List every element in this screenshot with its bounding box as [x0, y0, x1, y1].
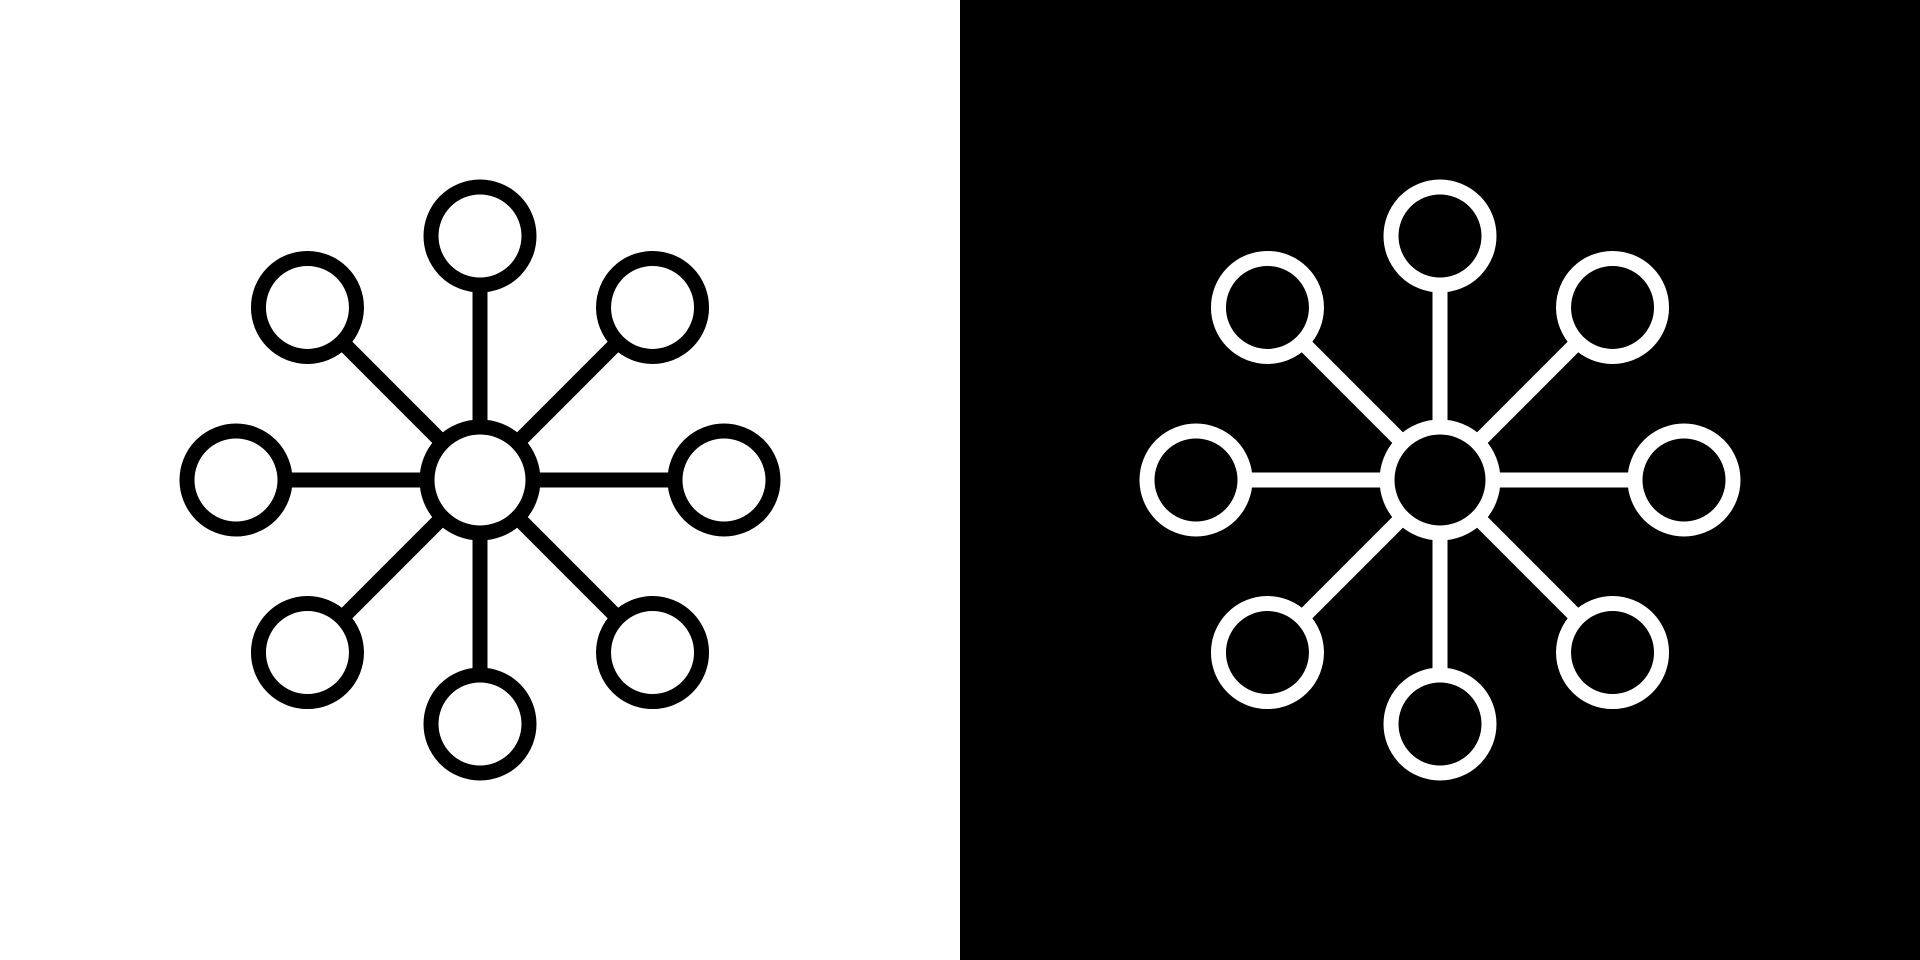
hub-node — [419, 419, 541, 541]
light-panel — [179, 179, 781, 781]
hub-node — [1379, 419, 1501, 541]
satellite-node-left — [1139, 423, 1253, 537]
network-hub-icon — [179, 179, 781, 781]
satellite-node-top-left — [250, 250, 364, 364]
connector-line-bottom-right — [1472, 512, 1584, 624]
satellite-node-top-right — [596, 250, 710, 364]
satellite-node-bottom-left — [250, 596, 364, 710]
satellite-node-bottom-right — [596, 596, 710, 710]
connector-line-top-left — [336, 336, 448, 448]
connector-line-top-right — [512, 336, 624, 448]
satellite-node-right — [667, 423, 781, 537]
satellite-node-bottom-left — [1210, 596, 1324, 710]
satellite-node-bottom — [1383, 667, 1497, 781]
satellite-node-bottom-right — [1556, 596, 1670, 710]
satellite-node-right — [1627, 423, 1741, 537]
connector-line-bottom-left — [1296, 512, 1408, 624]
dark-panel — [960, 0, 1920, 960]
satellite-node-top-left — [1210, 250, 1324, 364]
satellite-node-top — [1383, 179, 1497, 293]
connector-line-top-right — [1472, 336, 1584, 448]
satellite-node-top-right — [1556, 250, 1670, 364]
connector-line-bottom-right — [512, 512, 624, 624]
satellite-node-top — [423, 179, 537, 293]
satellite-node-left — [179, 423, 293, 537]
connector-line-top-left — [1296, 336, 1408, 448]
network-hub-icon — [1139, 179, 1741, 781]
satellite-node-bottom — [423, 667, 537, 781]
connector-line-bottom-left — [336, 512, 448, 624]
